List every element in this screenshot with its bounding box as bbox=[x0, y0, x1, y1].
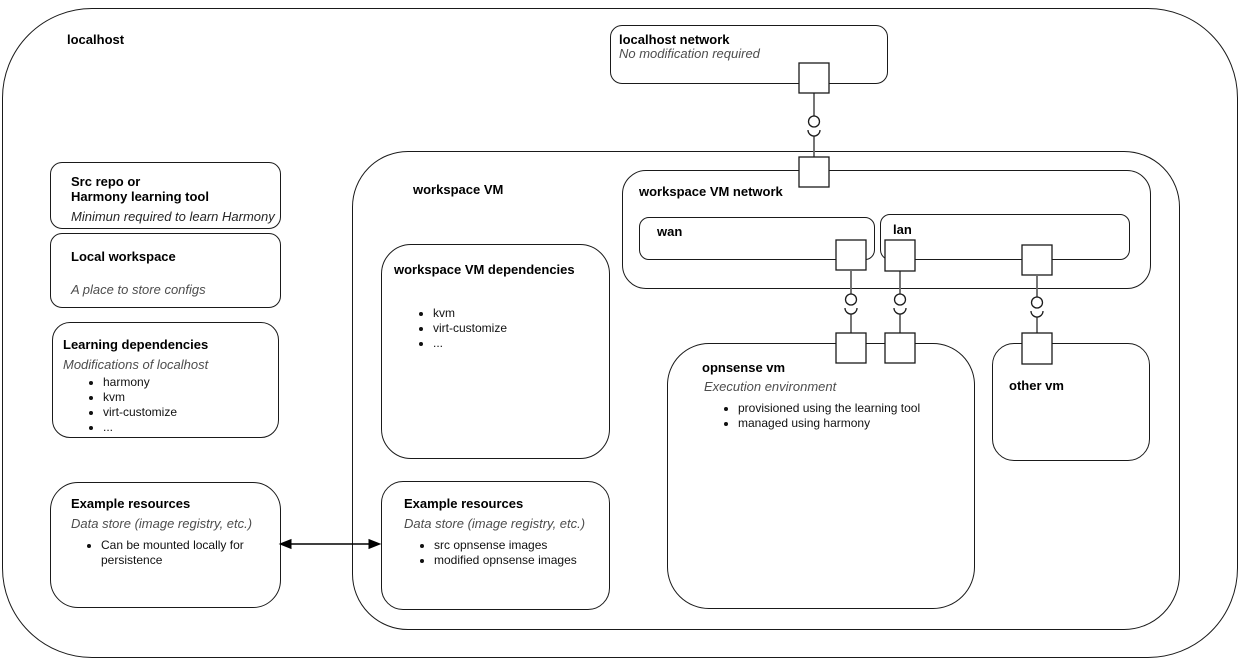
lan-box: lan bbox=[880, 214, 1130, 260]
example-resources-workspace-list: src opnsense images modified opnsense im… bbox=[384, 538, 577, 568]
local-workspace-subtitle: A place to store configs bbox=[71, 282, 206, 297]
learning-dependencies-box: Learning dependencies Modifications of l… bbox=[52, 322, 279, 438]
opnsense-vm-list: provisioned using the learning tool mana… bbox=[688, 401, 920, 431]
list-item: virt-customize bbox=[433, 321, 507, 336]
src-repo-title-line2: Harmony learning tool bbox=[71, 189, 209, 204]
example-resources-local-subtitle: Data store (image registry, etc.) bbox=[71, 516, 253, 531]
localhost-network-title: localhost network bbox=[619, 32, 730, 47]
learning-dependencies-subtitle: Modifications of localhost bbox=[63, 357, 209, 372]
list-item: managed using harmony bbox=[738, 416, 920, 431]
workspace-vm-dependencies-list: kvm virt-customize ... bbox=[383, 306, 507, 351]
learning-dependencies-list: harmony kvm virt-customize ... bbox=[53, 375, 177, 435]
workspace-vm-dependencies-title: workspace VM dependencies bbox=[394, 262, 575, 277]
list-item: kvm bbox=[103, 390, 177, 405]
opnsense-vm-subtitle: Execution environment bbox=[704, 379, 837, 394]
example-resources-workspace-box: Example resources Data store (image regi… bbox=[381, 481, 610, 610]
wan-box: wan bbox=[639, 217, 875, 260]
lan-label: lan bbox=[893, 222, 912, 237]
example-resources-workspace-title: Example resources bbox=[404, 496, 524, 511]
opnsense-vm-box: opnsense vm Execution environment provis… bbox=[667, 343, 975, 609]
list-item: src opnsense images bbox=[434, 538, 577, 553]
list-item: Can be mounted locally for persistence bbox=[101, 538, 246, 568]
list-item: modified opnsense images bbox=[434, 553, 577, 568]
localhost-network-box: localhost network No modification requir… bbox=[610, 25, 888, 84]
example-resources-local-list: Can be mounted locally for persistence bbox=[51, 538, 246, 568]
workspace-vm-network-title: workspace VM network bbox=[639, 184, 783, 199]
list-item: harmony bbox=[103, 375, 177, 390]
list-item: ... bbox=[433, 336, 507, 351]
other-vm-box: other vm bbox=[992, 343, 1150, 461]
other-vm-title: other vm bbox=[1009, 378, 1064, 393]
local-workspace-title: Local workspace bbox=[71, 249, 176, 264]
wan-label: wan bbox=[657, 224, 683, 239]
workspace-vm-dependencies-box: workspace VM dependencies kvm virt-custo… bbox=[381, 244, 610, 459]
localhost-label: localhost bbox=[67, 32, 125, 47]
example-resources-workspace-subtitle: Data store (image registry, etc.) bbox=[404, 516, 586, 531]
learning-dependencies-title: Learning dependencies bbox=[63, 337, 209, 352]
local-workspace-box: Local workspace A place to store configs bbox=[50, 233, 281, 308]
src-repo-subtitle: Minimun required to learn Harmony bbox=[71, 209, 275, 224]
list-item: ... bbox=[103, 420, 177, 435]
workspace-vm-label: workspace VM bbox=[413, 182, 504, 197]
src-repo-box: Src repo or Harmony learning tool Minimu… bbox=[50, 162, 281, 229]
list-item: provisioned using the learning tool bbox=[738, 401, 920, 416]
example-resources-local-box: Example resources Data store (image regi… bbox=[50, 482, 281, 608]
list-item: kvm bbox=[433, 306, 507, 321]
list-item: virt-customize bbox=[103, 405, 177, 420]
opnsense-vm-title: opnsense vm bbox=[702, 360, 786, 375]
example-resources-local-title: Example resources bbox=[71, 496, 191, 511]
localhost-network-subtitle: No modification required bbox=[619, 46, 760, 61]
src-repo-title-line1: Src repo or bbox=[71, 174, 141, 189]
